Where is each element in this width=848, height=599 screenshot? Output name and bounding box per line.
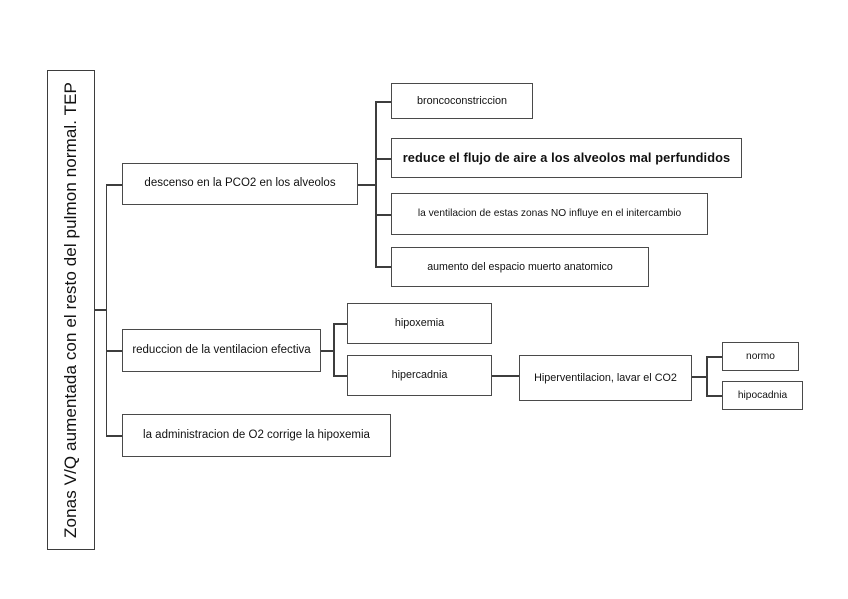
node-ventilacion-no-influye-label: la ventilacion de estas zonas NO influye… bbox=[417, 208, 682, 220]
connector-hiperventilacion-to-normo bbox=[706, 356, 722, 358]
node-hipercadnia[interactable]: hipercadnia bbox=[347, 355, 492, 396]
connector-hipercadnia-to-hiperventilacion bbox=[492, 375, 519, 377]
root-node[interactable]: Zonas V/Q aumentada con el resto del pul… bbox=[47, 70, 95, 550]
connector-descenso-to-broncoconstriccion bbox=[375, 101, 391, 103]
connector-reduccion-spine bbox=[333, 323, 335, 376]
connector-reduccion-to-hipoxemia bbox=[333, 323, 347, 325]
connector-descenso-to-reduce-flujo bbox=[375, 158, 391, 160]
node-administracion-o2[interactable]: la administracion de O2 corrige la hipox… bbox=[122, 414, 391, 457]
node-espacio-muerto-label: aumento del espacio muerto anatomico bbox=[427, 260, 613, 273]
connector-hiperventilacion-stub bbox=[692, 376, 707, 378]
connector-root-to-descenso bbox=[105, 184, 123, 186]
node-broncoconstriccion-label: broncoconstriccion bbox=[416, 94, 508, 107]
connector-root-stub bbox=[95, 309, 107, 311]
connector-hiperventilacion-to-hipocadnia bbox=[706, 395, 722, 397]
node-normo[interactable]: normo bbox=[722, 342, 799, 371]
connector-root-to-administracion bbox=[105, 435, 123, 437]
node-ventilacion-no-influye[interactable]: la ventilacion de estas zonas NO influye… bbox=[391, 193, 708, 235]
node-descenso-pco2-label: descenso en la PCO2 en los alveolos bbox=[144, 177, 336, 190]
connector-descenso-stub bbox=[358, 184, 376, 186]
node-hipercadnia-label: hipercadnia bbox=[391, 369, 448, 382]
node-reduccion-ventilacion-label: reduccion de la ventilacion efectiva bbox=[132, 343, 311, 356]
node-administracion-o2-label: la administracion de O2 corrige la hipox… bbox=[143, 428, 370, 441]
node-hiperventilacion-label: Hiperventilacion, lavar el CO2 bbox=[534, 371, 677, 384]
root-node-label: Zonas V/Q aumentada con el resto del pul… bbox=[61, 82, 81, 538]
connector-root-to-reduccion bbox=[105, 350, 123, 352]
node-reduccion-ventilacion[interactable]: reduccion de la ventilacion efectiva bbox=[122, 329, 321, 372]
connector-hiperventilacion-spine bbox=[706, 356, 708, 396]
connector-descenso-spine bbox=[375, 101, 377, 267]
node-reduce-flujo-label: reduce el flujo de aire a los alveolos m… bbox=[402, 149, 731, 165]
node-broncoconstriccion[interactable]: broncoconstriccion bbox=[391, 83, 533, 119]
connector-descenso-to-ventilacion-no-influye bbox=[375, 214, 391, 216]
connector-reduccion-to-hipercadnia bbox=[333, 375, 347, 377]
connector-root-spine bbox=[105, 184, 107, 436]
connector-descenso-to-espacio-muerto bbox=[375, 266, 391, 268]
node-hiperventilacion[interactable]: Hiperventilacion, lavar el CO2 bbox=[519, 355, 692, 401]
node-descenso-pco2[interactable]: descenso en la PCO2 en los alveolos bbox=[122, 163, 358, 205]
node-reduce-flujo[interactable]: reduce el flujo de aire a los alveolos m… bbox=[391, 138, 742, 178]
connector-reduccion-stub bbox=[321, 350, 334, 352]
node-espacio-muerto[interactable]: aumento del espacio muerto anatomico bbox=[391, 247, 649, 287]
node-hipoxemia-label: hipoxemia bbox=[394, 317, 445, 330]
node-hipocadnia[interactable]: hipocadnia bbox=[722, 381, 803, 410]
node-hipocadnia-label: hipocadnia bbox=[737, 389, 788, 401]
node-hipoxemia[interactable]: hipoxemia bbox=[347, 303, 492, 344]
node-normo-label: normo bbox=[746, 350, 775, 362]
